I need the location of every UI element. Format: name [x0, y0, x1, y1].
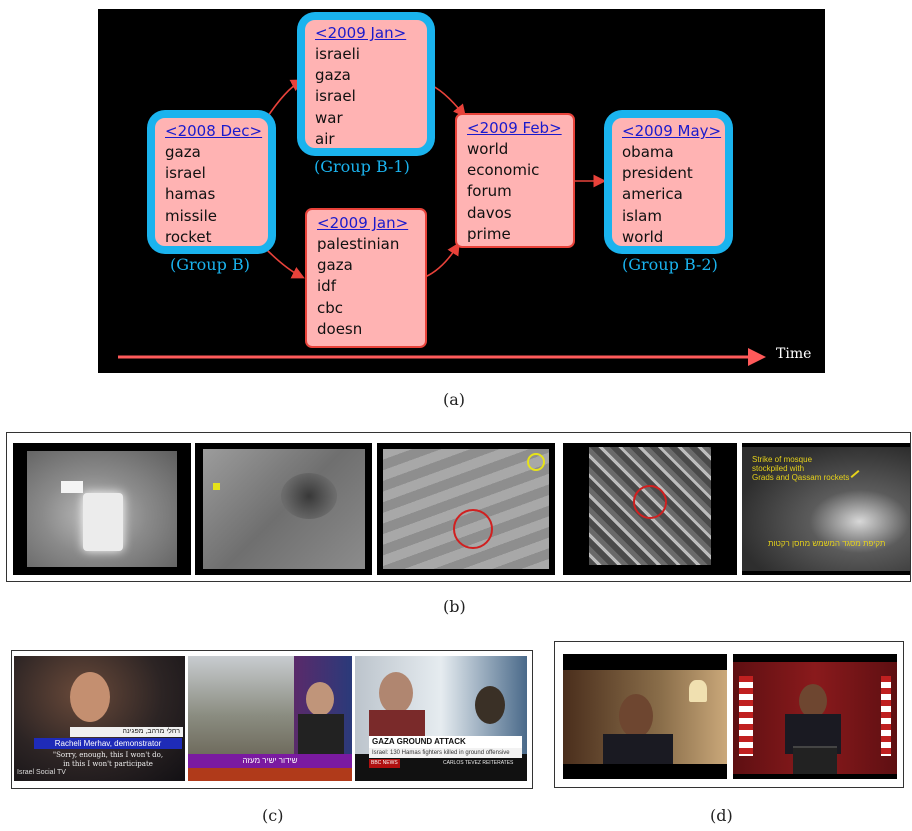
node-term: gaza — [317, 256, 353, 275]
edge-dec2008-jan2009a — [265, 79, 304, 120]
news-studio-frame: שידור ישיר מעזה — [188, 656, 352, 781]
group-label-b1: (Group B-1) — [314, 157, 410, 176]
demonstrator-name-bar: Racheli Merhav, demonstrator — [34, 738, 182, 749]
node-term: prime — [467, 224, 511, 243]
node-term: islam — [622, 206, 662, 225]
hebrew-name-bar: רחלי מרהב, מפגינה — [70, 727, 183, 737]
edge-jan2009a-feb2009 — [427, 83, 467, 118]
caption-c: (c) — [262, 806, 284, 825]
edge-dec2008-jan2009b — [265, 248, 305, 279]
node-term: israel — [165, 164, 206, 183]
node-term: america — [622, 185, 683, 204]
node-date[interactable]: <2009 Jan> — [315, 24, 407, 42]
edge-jan2009b-feb2009 — [424, 242, 460, 278]
node-term: world — [467, 140, 509, 158]
frames-strip-d — [554, 641, 904, 788]
obama-interview-frame — [563, 654, 727, 779]
node-term: forum — [467, 182, 512, 201]
caption-b: (b) — [443, 597, 466, 616]
topic-evolution-diagram: <2008 Dec> gaza israel hamas missile roc… — [98, 9, 825, 373]
aerial-smoke-frame — [195, 443, 372, 575]
node-term: doesn — [317, 319, 363, 338]
bbc-ticker-brand: BBC NEWS — [369, 759, 400, 768]
group-label-b2: (Group B-2) — [622, 255, 718, 274]
node-term: air — [315, 129, 335, 148]
time-axis-label: Time — [776, 346, 812, 362]
bbc-news-frame: GAZA GROUND ATTACK Israel: 130 Hamas fig… — [355, 656, 527, 781]
group-label-b: (Group B) — [170, 255, 250, 274]
caption-d: (d) — [710, 806, 733, 825]
hebrew-caption: תקיפת מסגד המשמש מחסן רקטות — [768, 539, 886, 548]
caption-a: (a) — [443, 390, 466, 409]
node-term: gaza — [315, 66, 351, 85]
frames-strip-c: רחלי מרהב, מפגינה Racheli Merhav, demons… — [11, 650, 533, 789]
node-term: palestinian — [317, 235, 400, 253]
aerial-mosque-strike-frame: Strike of mosque stockpiled with Grads a… — [742, 443, 910, 575]
node-date[interactable]: <2008 Dec> — [165, 122, 263, 140]
channel-watermark: Israel Social TV — [17, 769, 66, 776]
aerial-buildings-circle-frame — [563, 443, 737, 575]
node-term: gaza — [165, 143, 201, 161]
bbc-ticker-text: CARLOS TEVEZ REITERATES — [443, 760, 514, 766]
node-date[interactable]: <2009 May> — [622, 122, 722, 140]
node-term: israeli — [315, 45, 360, 63]
node-term: rocket — [165, 227, 212, 246]
topic-node-jan2009a: <2009 Jan> israeli gaza israel war air — [303, 18, 429, 150]
node-term: idf — [317, 277, 336, 296]
node-term: hamas — [165, 185, 216, 204]
topic-node-dec2008: <2008 Dec> gaza israel hamas missile roc… — [153, 116, 270, 248]
node-term: economic — [467, 161, 540, 180]
node-date[interactable]: <2009 Feb> — [467, 119, 562, 137]
node-term: obama — [622, 143, 674, 161]
topic-node-may2009: <2009 May> obama president america islam… — [610, 116, 727, 248]
obama-podium-frame — [733, 654, 897, 779]
subtitle-text: "Sorry, enough, this I won't do, in this… — [52, 751, 164, 768]
node-term: cbc — [317, 298, 344, 317]
news-ticker: שידור ישיר מעזה — [188, 754, 352, 768]
frames-strip-b: Strike of mosque stockpiled with Grads a… — [6, 432, 911, 582]
topic-node-feb2009: <2009 Feb> world economic forum davos pr… — [455, 113, 575, 248]
edge-layer — [118, 79, 766, 366]
node-date[interactable]: <2009 Jan> — [317, 214, 409, 232]
thermal-vehicle-frame — [13, 443, 191, 575]
bbc-headline: GAZA GROUND ATTACK — [369, 736, 522, 748]
aerial-target-circle-frame — [377, 443, 555, 575]
strike-annotation: Strike of mosque stockpiled with Grads a… — [752, 455, 850, 482]
node-term: davos — [467, 203, 512, 222]
node-term: war — [315, 108, 343, 127]
demonstrator-frame: רחלי מרהב, מפגינה Racheli Merhav, demons… — [14, 656, 185, 781]
topic-node-jan2009b: <2009 Jan> palestinian gaza idf cbc does… — [305, 208, 427, 348]
bbc-subline: Israel: 130 Hamas fighters killed in gro… — [369, 748, 522, 758]
node-term: world — [622, 227, 664, 246]
node-term: missile — [165, 206, 217, 225]
node-term: israel — [315, 87, 356, 106]
node-term: president — [622, 164, 693, 183]
